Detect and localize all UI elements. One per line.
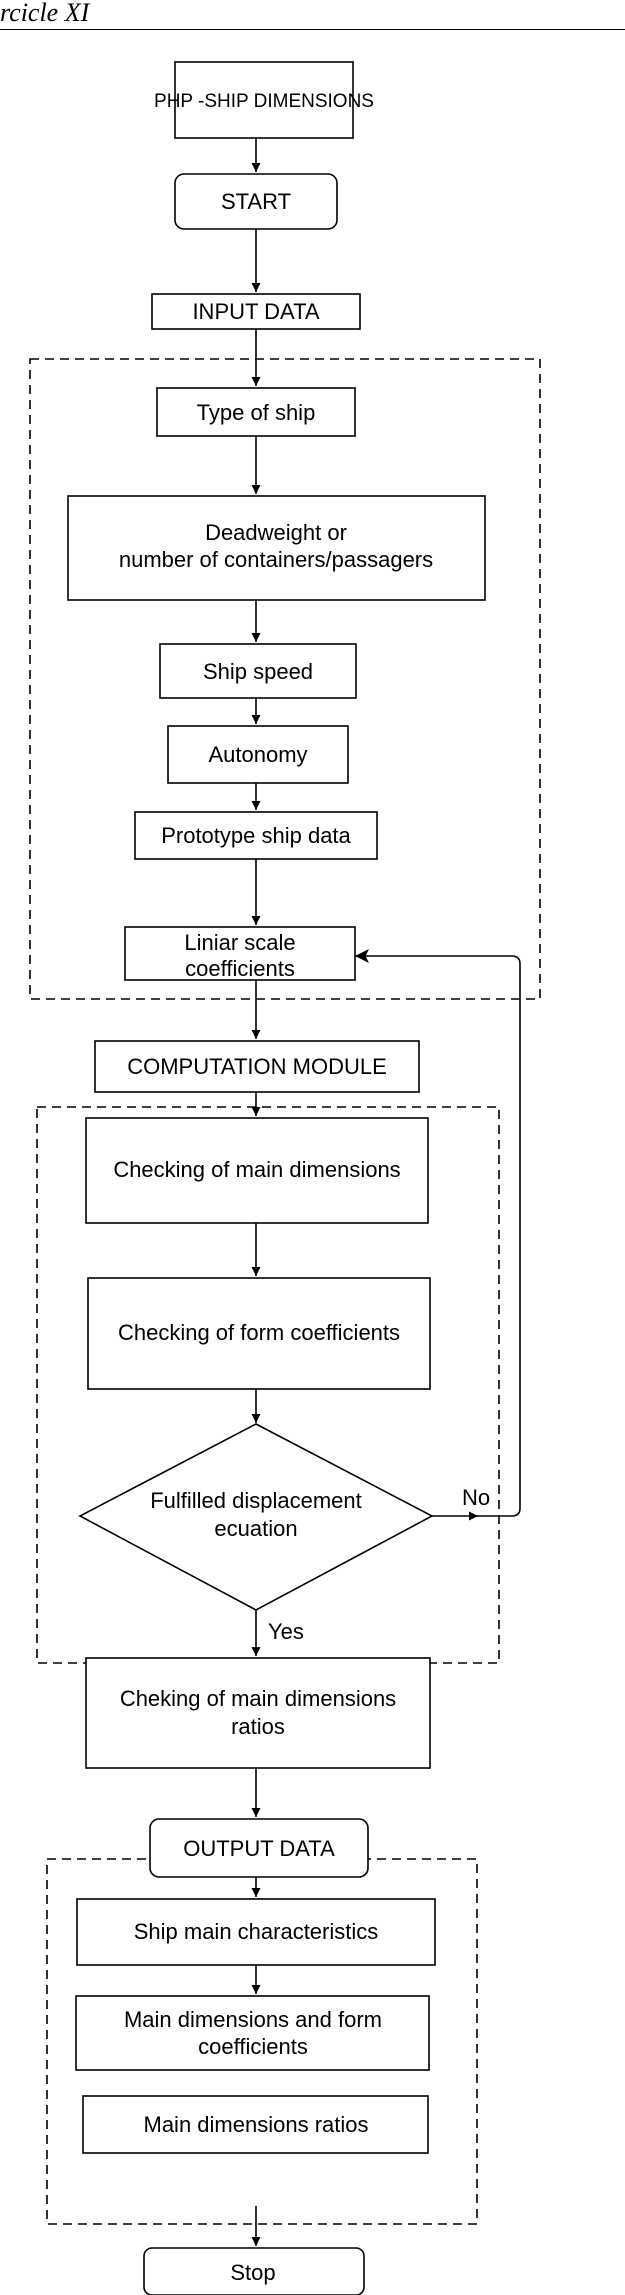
node-output-data-label: OUTPUT DATA [183, 1836, 335, 1861]
node-stop [143, 2247, 365, 2295]
node-prototype-ship-data [134, 811, 378, 860]
node-main-dimensions-ratios-label: Main dimensions ratios [144, 2112, 369, 2137]
node-main-dims-form-line-2: coefficients [198, 2034, 308, 2059]
node-autonomy-label: Autonomy [208, 742, 307, 767]
node-checking-form-coefficients [87, 1277, 431, 1390]
node-main-dimensions-form-coefficients [75, 1995, 430, 2071]
node-cheking-main-dimensions-ratios [85, 1657, 431, 1769]
input-group-frame [29, 358, 541, 1000]
node-input-data-label: INPUT DATA [192, 299, 319, 324]
node-output-data [149, 1818, 369, 1878]
node-ship-main-characteristics-label: Ship main characteristics [134, 1919, 379, 1944]
node-checking-main-dimensions [85, 1117, 429, 1224]
node-start [174, 173, 338, 230]
header-title: rcicle XI [0, 0, 90, 27]
node-main-dimensions-ratios [82, 2095, 429, 2154]
node-main-dims-form-line-1: Main dimensions and form [124, 2007, 382, 2032]
node-deadweight [67, 495, 486, 601]
node-type-of-ship [156, 387, 356, 437]
node-cheking-ratios-line-1: Cheking of main dimensions [120, 1686, 396, 1711]
node-liniar-line-2: coefficients [185, 956, 295, 981]
node-computation-module [94, 1040, 420, 1093]
label-yes: Yes [268, 1619, 304, 1644]
node-computation-module-label: COMPUTATION MODULE [127, 1054, 387, 1079]
node-ship-speed-label: Ship speed [203, 659, 313, 684]
node-liniar-line-1: Liniar scale [184, 930, 295, 955]
node-stop-label: Stop [230, 2260, 275, 2285]
node-type-of-ship-label: Type of ship [197, 400, 316, 425]
decision-displacement-equation [78, 1423, 434, 1611]
page-header: rcicle XI [0, 0, 625, 30]
decision-line-2: ecuation [214, 1516, 297, 1541]
node-php-ship-dimensions [174, 61, 354, 139]
node-liniar-scale-coefficients [124, 926, 356, 981]
node-checking-main-dimensions-label: Checking of main dimensions [113, 1157, 400, 1182]
node-php-ship-dimensions-label: PHP -SHIP DIMENSIONS [154, 91, 374, 112]
node-cheking-ratios-label: Cheking of main dimensions ratios [120, 1686, 396, 1739]
node-deadweight-line-1: Deadweight or [205, 520, 347, 545]
node-input-data [151, 293, 361, 330]
node-ship-speed [159, 643, 357, 699]
decision-label: Fulfilled displacement ecuation [150, 1488, 362, 1541]
node-autonomy [167, 725, 349, 784]
label-no: No [462, 1485, 490, 1510]
node-ship-main-characteristics [76, 1898, 436, 1966]
node-start-label: START [221, 189, 291, 214]
node-prototype-ship-data-label: Prototype ship data [161, 823, 351, 848]
decision-line-1: Fulfilled displacement [150, 1488, 362, 1513]
node-deadweight-line-2: number of containers/passagers [119, 547, 433, 572]
node-checking-form-coefficients-label: Checking of form coefficients [118, 1320, 400, 1345]
node-cheking-ratios-line-2: ratios [231, 1714, 285, 1739]
